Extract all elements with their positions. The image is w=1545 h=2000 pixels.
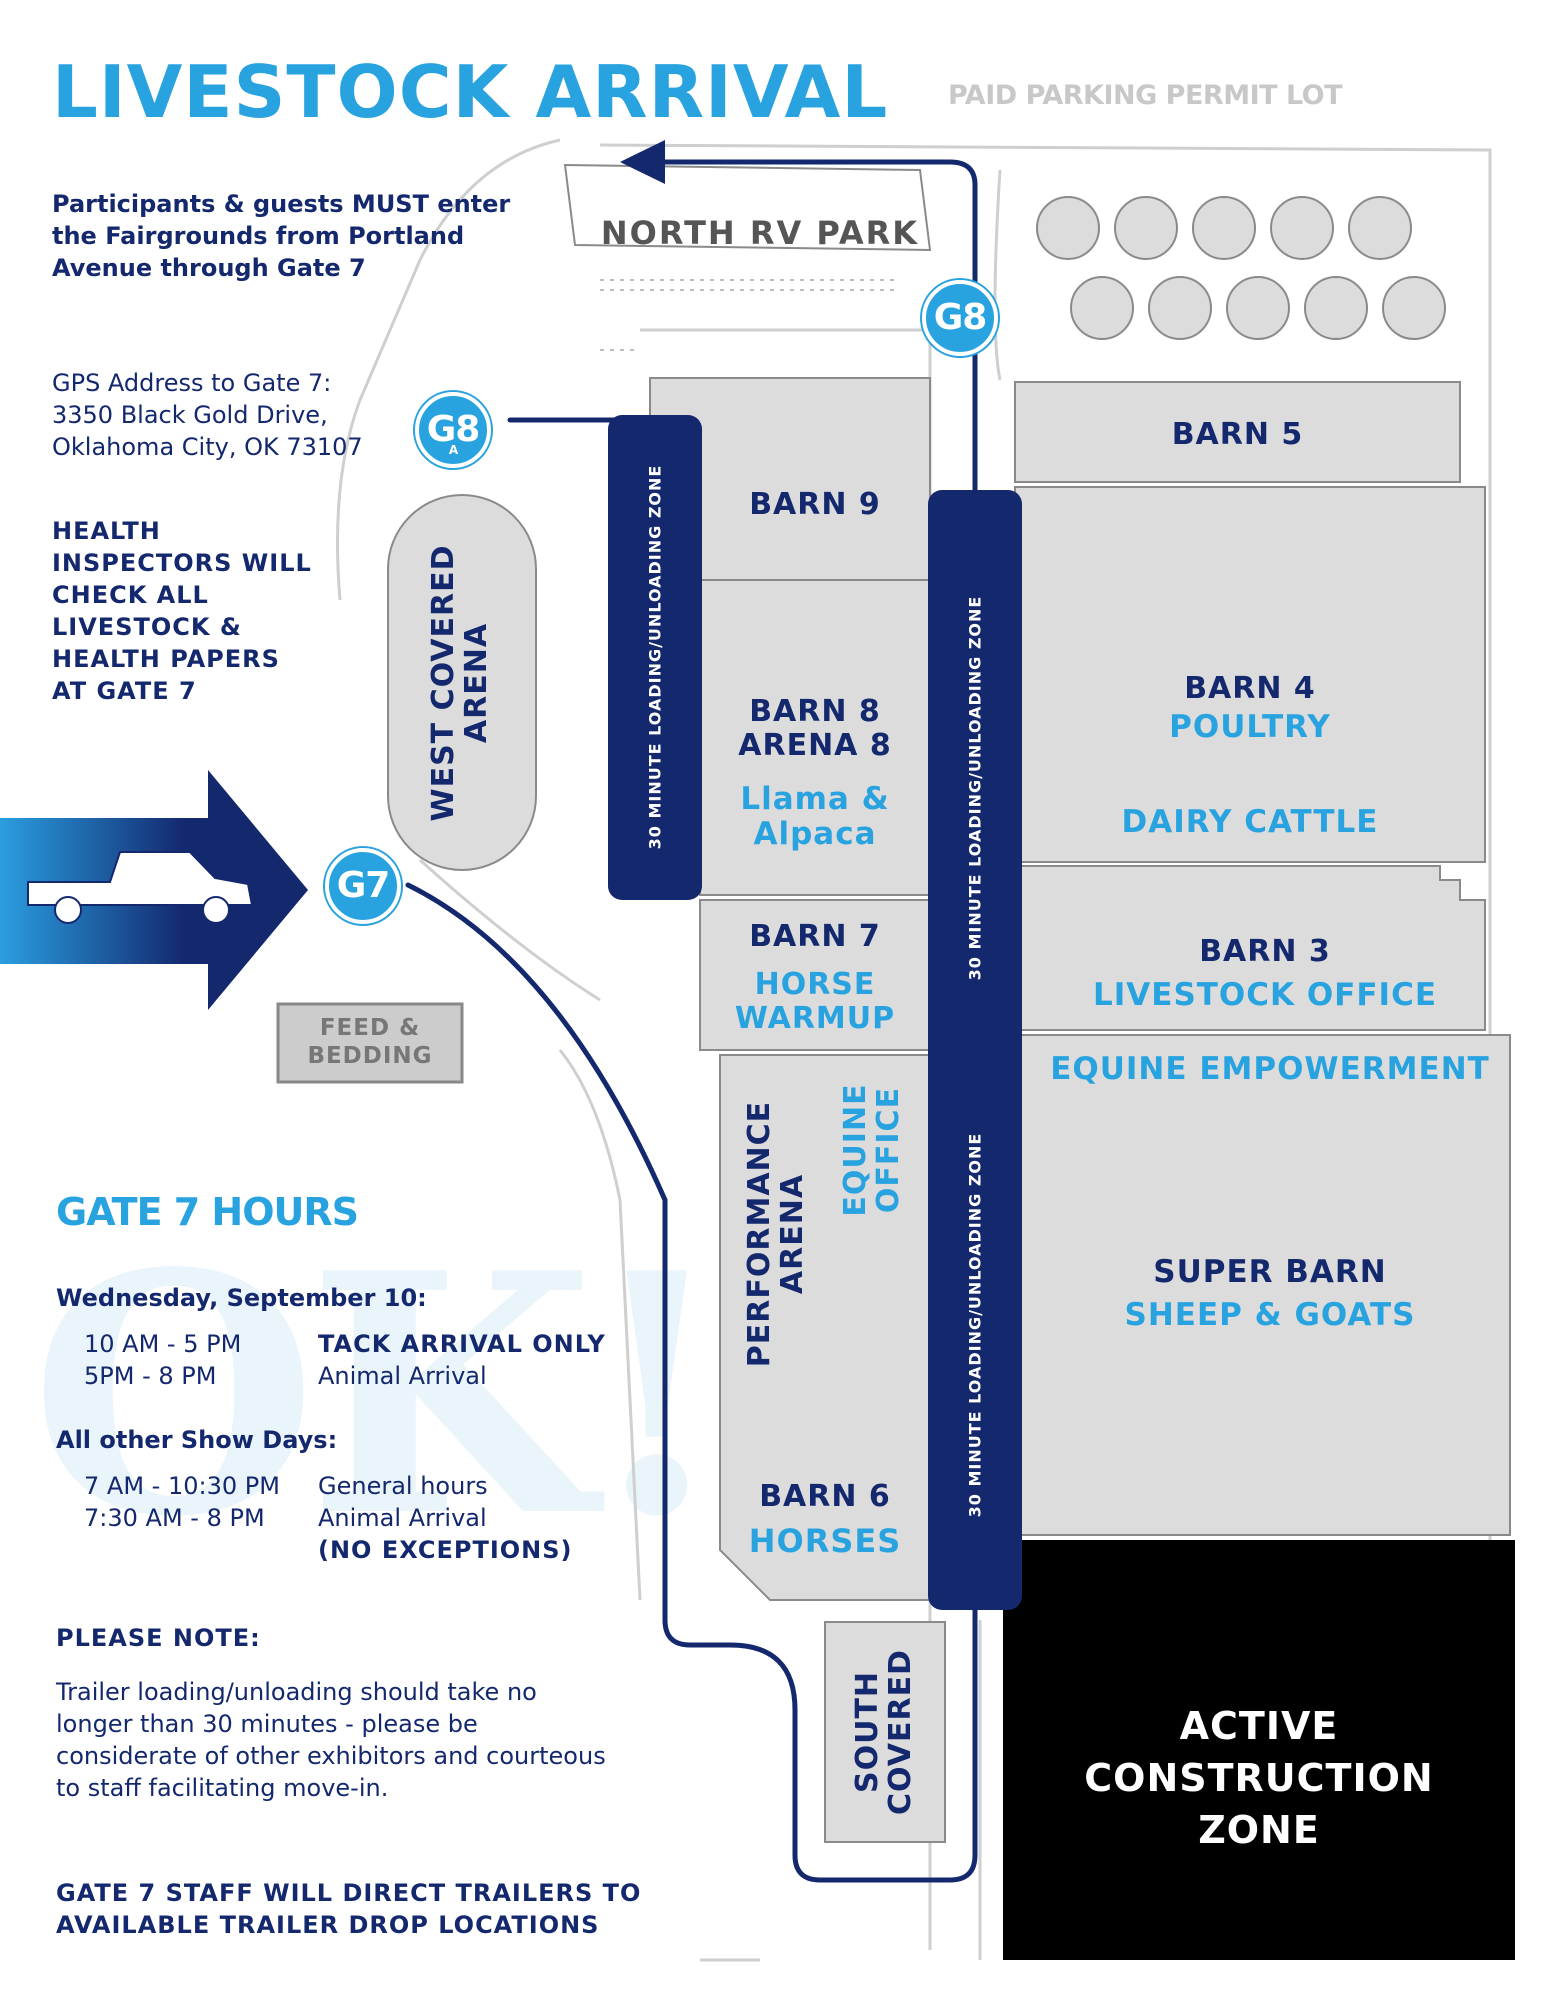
loading-zone-east [928,490,1022,1610]
gps-address: GPS Address to Gate 7:3350 Black Gold Dr… [52,369,363,461]
wed-row-2-time: 5PM - 8 PM [84,1362,217,1390]
barn8-use-label: Llama &Alpaca [740,781,890,852]
gate-g7: G7 [325,848,401,924]
barn7-label: BARN 7 [749,919,881,954]
please-note-heading: PLEASE NOTE: [56,1624,261,1652]
gate-g8a: G8 A [415,392,491,468]
barn3-label: BARN 3 [1199,934,1331,969]
loading-zone-east-upper-label: 30 MINUTE LOADING/UNLOADING ZONE [965,595,985,981]
wednesday-label: Wednesday, September 10: [56,1284,427,1312]
gate-g8a-sub: A [448,443,458,457]
loading-zone-west-label: 30 MINUTE LOADING/UNLOADING ZONE [645,464,665,850]
truck-icon [27,851,254,924]
north-rv-park-label: NORTH RV PARK [600,214,920,252]
page-title: LIVESTOCK ARRIVAL [52,50,889,134]
super-barn-label: SUPER BARN [1153,1254,1387,1290]
tank-circles [1036,196,1446,340]
please-note-body: Trailer loading/unloading should take no… [56,1678,606,1802]
barn9-label: BARN 9 [749,487,881,522]
barn4-label: BARN 4 [1184,671,1316,706]
barn6-use-label: HORSES [748,1522,902,1560]
barn4-use-label: POULTRY [1169,709,1331,745]
loading-zone-west [608,415,702,900]
wed-row-1-desc: TACK ARRIVAL ONLY [318,1330,606,1358]
no-exceptions-note: (NO EXCEPTIONS) [318,1536,573,1564]
barn6-label: BARN 6 [759,1479,891,1514]
super-barn-use-label: SHEEP & GOATS [1124,1297,1416,1333]
equine-empowerment-label: EQUINE EMPOWERMENT [1050,1051,1490,1087]
other-days-label: All other Show Days: [56,1426,338,1454]
barn3-use-label: LIVESTOCK OFFICE [1092,977,1437,1013]
paid-parking-label: PAID PARKING PERMIT LOT [948,80,1343,111]
dairy-cattle-label: DAIRY CATTLE [1121,804,1379,840]
other-row-2-time: 7:30 AM - 8 PM [84,1504,265,1532]
gate7-hours-heading: GATE 7 HOURS [56,1190,359,1234]
wed-row-2-desc: Animal Arrival [318,1362,487,1390]
ok-watermark: OK! [30,1201,729,1589]
other-row-1-desc: General hours [318,1472,488,1500]
loading-zone-east-lower-label: 30 MINUTE LOADING/UNLOADING ZONE [965,1132,985,1518]
barn5-label: BARN 5 [1171,417,1304,452]
feed-bedding-label: FEED &BEDDING [307,1015,433,1069]
other-row-2-desc: Animal Arrival [318,1504,487,1532]
wed-row-1-time: 10 AM - 5 PM [84,1330,242,1358]
other-row-1-time: 7 AM - 10:30 PM [84,1472,280,1500]
gate-g8-north: G8 [922,280,998,356]
